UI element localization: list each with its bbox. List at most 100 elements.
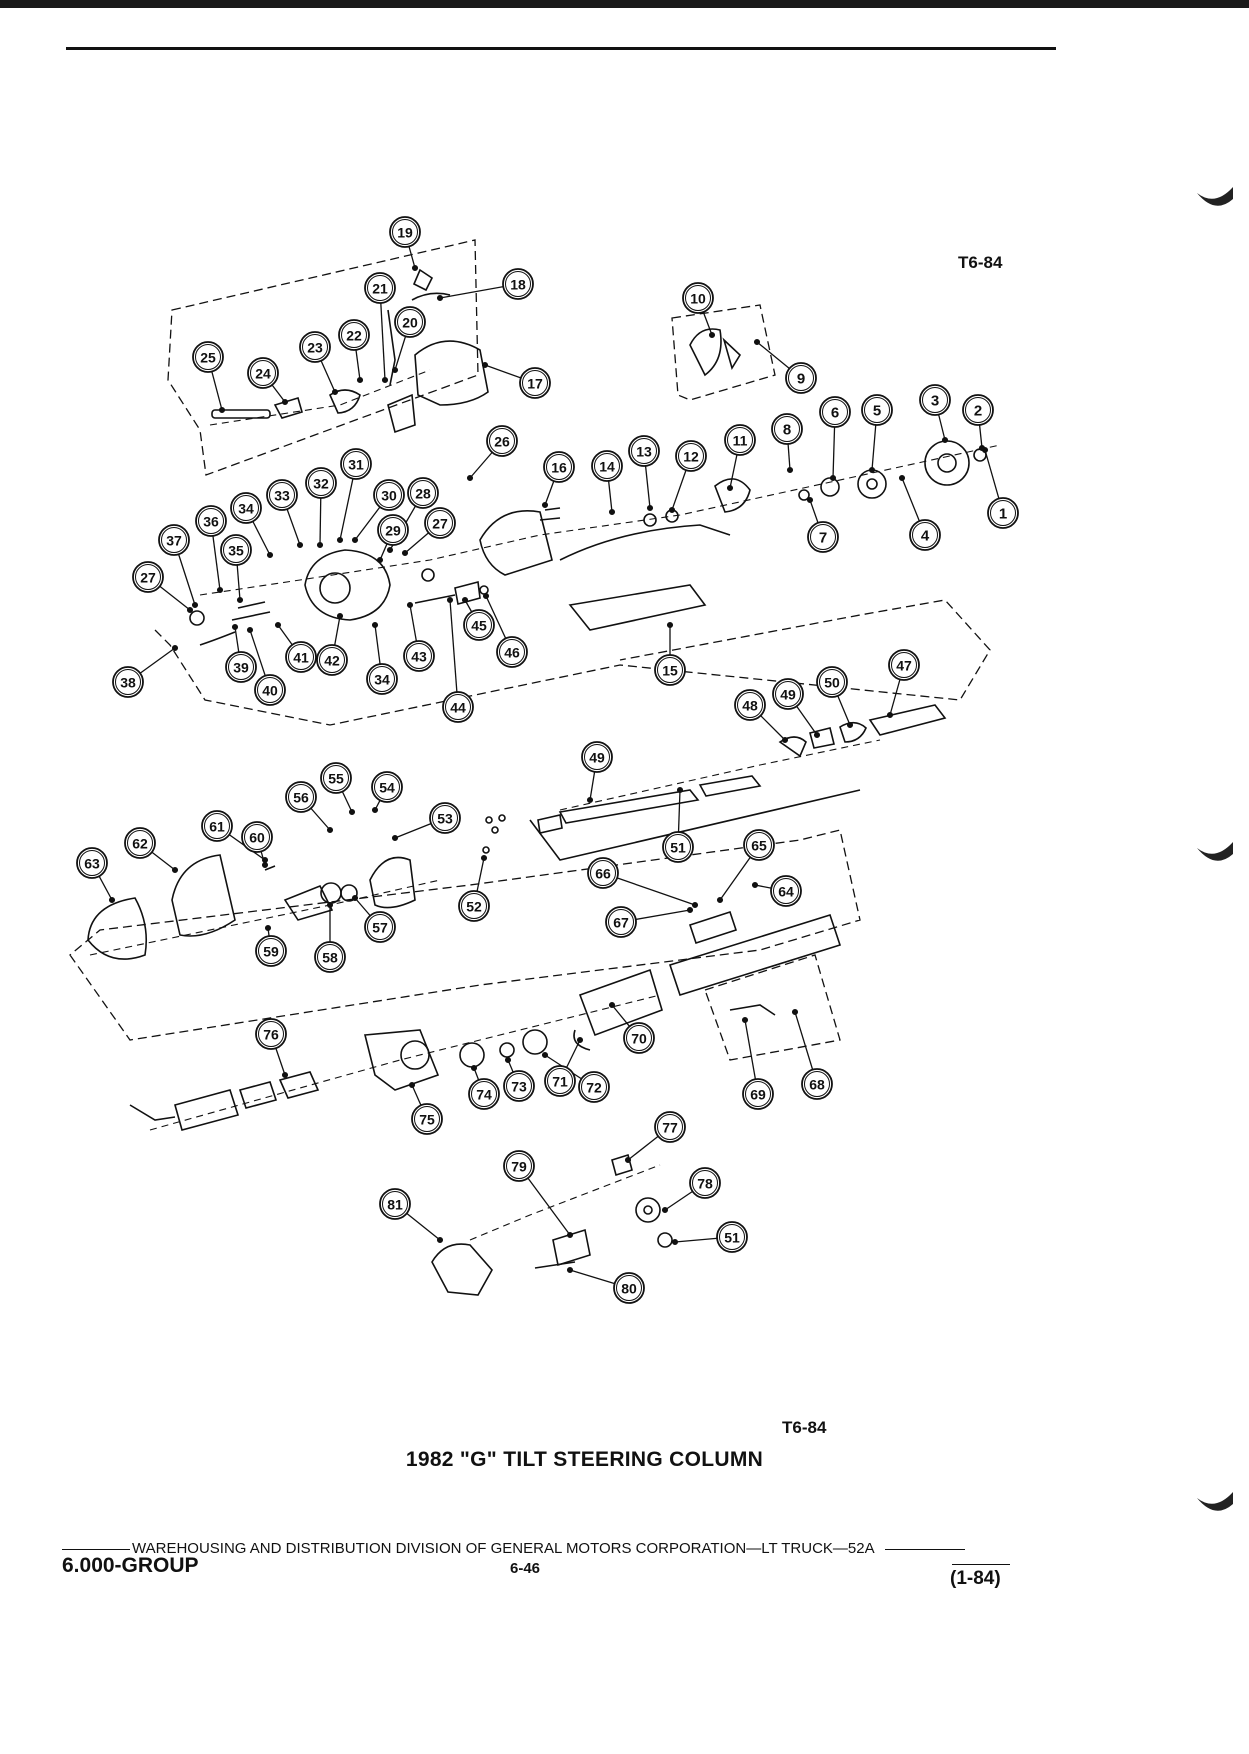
callout-inner-ring-40 — [257, 677, 283, 703]
callout-inner-ring-32 — [308, 470, 334, 496]
center-lines — [89, 369, 1001, 1241]
callout-51: 51 — [716, 1221, 748, 1253]
callout-inner-ring-64 — [773, 878, 799, 904]
callout-inner-ring-44 — [445, 694, 471, 720]
callout-ring-33 — [266, 479, 298, 511]
callout-inner-ring-37 — [161, 527, 187, 553]
footer-date-rule — [952, 1564, 1010, 1565]
leader-arrow-42 — [336, 612, 344, 620]
callout-inner-ring-11 — [727, 427, 753, 453]
callout-inner-ring-13 — [631, 438, 657, 464]
callout-ring-49 — [772, 678, 804, 710]
callout-ring-41 — [285, 641, 317, 673]
callout-inner-ring-20 — [397, 309, 423, 335]
callout-15: 15 — [654, 654, 686, 686]
callout-ring-62 — [124, 827, 156, 859]
callout-ring-4 — [909, 519, 941, 551]
callout-inner-ring-29 — [380, 517, 406, 543]
callout-64: 64 — [770, 875, 802, 907]
callout-inner-ring-57 — [367, 914, 393, 940]
leader-arrow-69 — [741, 1016, 749, 1024]
callout-19: 19 — [389, 216, 421, 248]
callout-75: 75 — [411, 1103, 443, 1135]
lower-shaft-parts — [129, 1029, 440, 1131]
callout-inner-ring-45 — [466, 612, 492, 638]
callout-ring-61 — [201, 810, 233, 842]
leader-arrow-23 — [331, 388, 339, 396]
callout-inner-ring-77 — [657, 1114, 683, 1140]
callout-ring-57 — [364, 911, 396, 943]
leader-arrow-36 — [216, 586, 224, 594]
leader-arrow-45 — [461, 596, 469, 604]
callout-inner-ring-39 — [228, 654, 254, 680]
callout-ring-54 — [371, 771, 403, 803]
callout-16: 16 — [543, 451, 575, 483]
callout-number-72: 72 — [586, 1080, 602, 1096]
callout-14: 14 — [591, 450, 623, 482]
leader-arrow-27 — [401, 549, 409, 557]
callout-number-79: 79 — [511, 1159, 527, 1175]
callout-number-11: 11 — [733, 433, 748, 449]
callout-ring-12 — [675, 440, 707, 472]
callout-number-75: 75 — [419, 1112, 435, 1128]
callout-number-68: 68 — [809, 1077, 825, 1093]
callout-ring-72 — [578, 1071, 610, 1103]
callout-ring-67 — [605, 906, 637, 938]
callout-inner-ring-74 — [471, 1081, 497, 1107]
leader-arrow-60 — [261, 861, 269, 869]
callout-inner-ring-24 — [250, 360, 276, 386]
leader-arrow-78 — [661, 1206, 669, 1214]
leader-arrow-13 — [646, 504, 654, 512]
callout-inner-ring-19 — [392, 219, 418, 245]
leader-arrow-57 — [351, 894, 359, 902]
leader-arrow-64 — [751, 881, 759, 889]
callout-inner-ring-17 — [522, 370, 548, 396]
callout-inner-ring-52 — [461, 893, 487, 919]
callout-9: 9 — [785, 362, 817, 394]
callout-inner-ring-22 — [341, 322, 367, 348]
callout-66: 66 — [587, 857, 619, 889]
leader-arrow-51 — [671, 1238, 679, 1246]
leader-arrow-30 — [351, 536, 359, 544]
callout-ring-32 — [305, 467, 337, 499]
callout-46: 46 — [496, 636, 528, 668]
callout-number-32: 32 — [313, 476, 329, 492]
callout-number-27: 27 — [140, 570, 156, 586]
callout-inner-ring-73 — [506, 1073, 532, 1099]
callout-ring-49 — [581, 741, 613, 773]
callout-inner-ring-79 — [506, 1153, 532, 1179]
callout-ring-15 — [654, 654, 686, 686]
callout-inner-ring-34 — [369, 666, 395, 692]
callout-inner-ring-35 — [223, 537, 249, 563]
callout-inner-ring-3 — [922, 387, 948, 413]
callout-79: 79 — [503, 1150, 535, 1182]
leader-arrow-9 — [753, 338, 761, 346]
callout-number-64: 64 — [778, 884, 794, 900]
callout-number-6: 6 — [831, 405, 839, 422]
callout-number-45: 45 — [471, 618, 487, 634]
callout-72: 72 — [578, 1071, 610, 1103]
callout-6: 6 — [819, 396, 851, 428]
callout-69: 69 — [742, 1078, 774, 1110]
leader-arrow-55 — [348, 808, 356, 816]
leader-arrow-67 — [686, 906, 694, 914]
callout-number-57: 57 — [372, 920, 388, 936]
leader-arrow-73 — [504, 1056, 512, 1064]
callout-inner-ring-60 — [244, 824, 270, 850]
callout-ring-46 — [496, 636, 528, 668]
callout-74: 74 — [468, 1078, 500, 1110]
callout-inner-ring-23 — [302, 334, 328, 360]
callout-62: 62 — [124, 827, 156, 859]
callout-8: 8 — [771, 413, 803, 445]
callout-number-2: 2 — [974, 403, 982, 420]
callout-number-55: 55 — [328, 771, 344, 787]
leader-arrow-68 — [791, 1008, 799, 1016]
callout-48: 48 — [734, 689, 766, 721]
callout-inner-ring-7 — [810, 524, 836, 550]
callout-2: 2 — [962, 394, 994, 426]
tilt-housing-parts — [189, 549, 489, 646]
callout-inner-ring-71 — [547, 1068, 573, 1094]
callout-ring-22 — [338, 319, 370, 351]
callout-26: 26 — [486, 425, 518, 457]
